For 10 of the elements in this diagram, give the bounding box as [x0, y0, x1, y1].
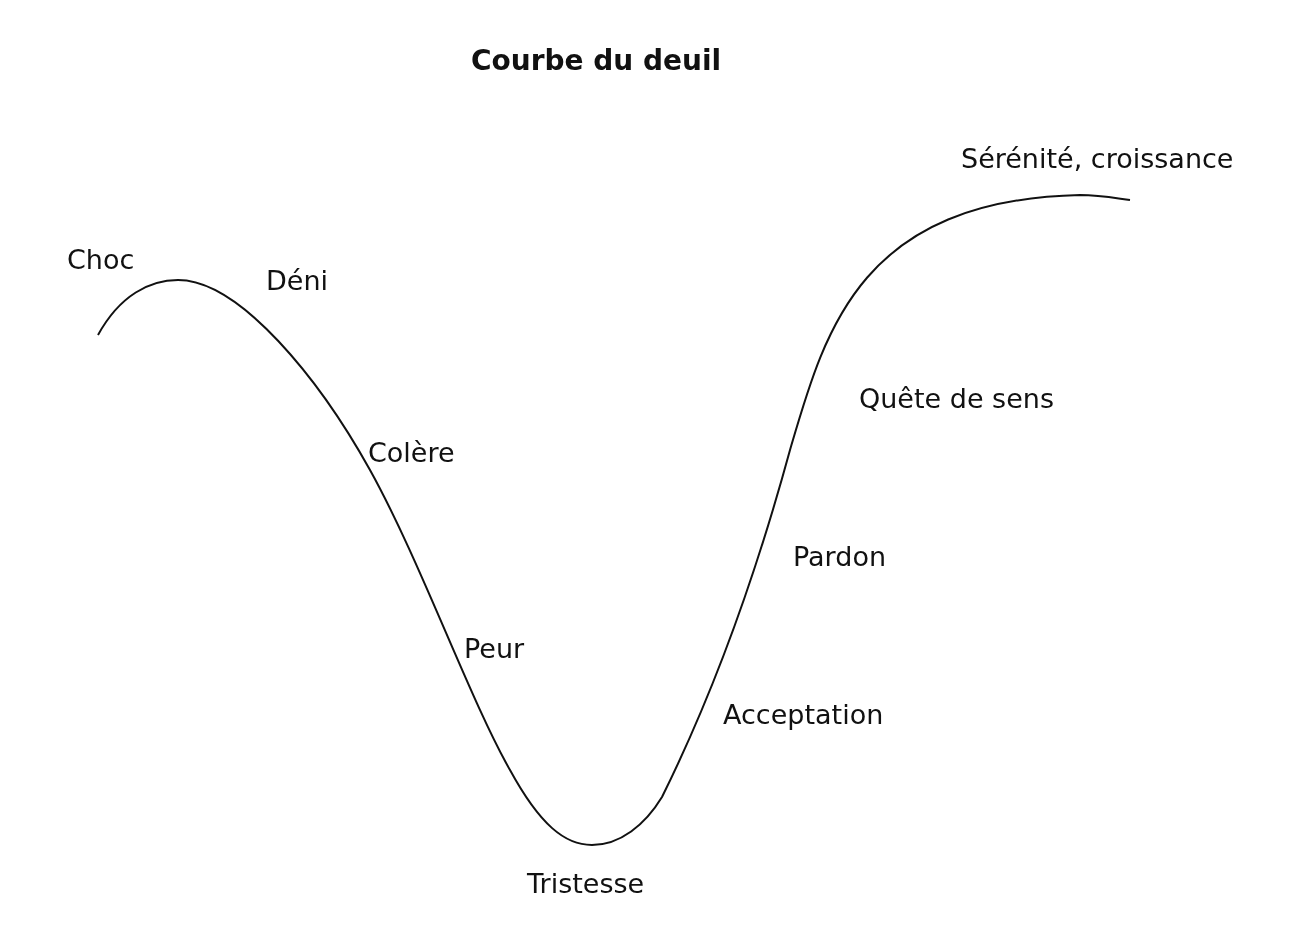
stage-label: Peur — [464, 633, 525, 665]
stage-label: Acceptation — [723, 699, 884, 731]
title: Courbe du deuil — [471, 44, 722, 78]
stage-label: Tristesse — [527, 868, 645, 900]
stage-label: Colère — [368, 437, 455, 469]
stage-label: Sérénité, croissance — [961, 143, 1234, 175]
stage-label: Pardon — [793, 541, 886, 573]
stage-label: Quête de sens — [859, 383, 1054, 415]
stage-label: Déni — [266, 265, 328, 297]
stage-label: Choc — [67, 244, 135, 276]
